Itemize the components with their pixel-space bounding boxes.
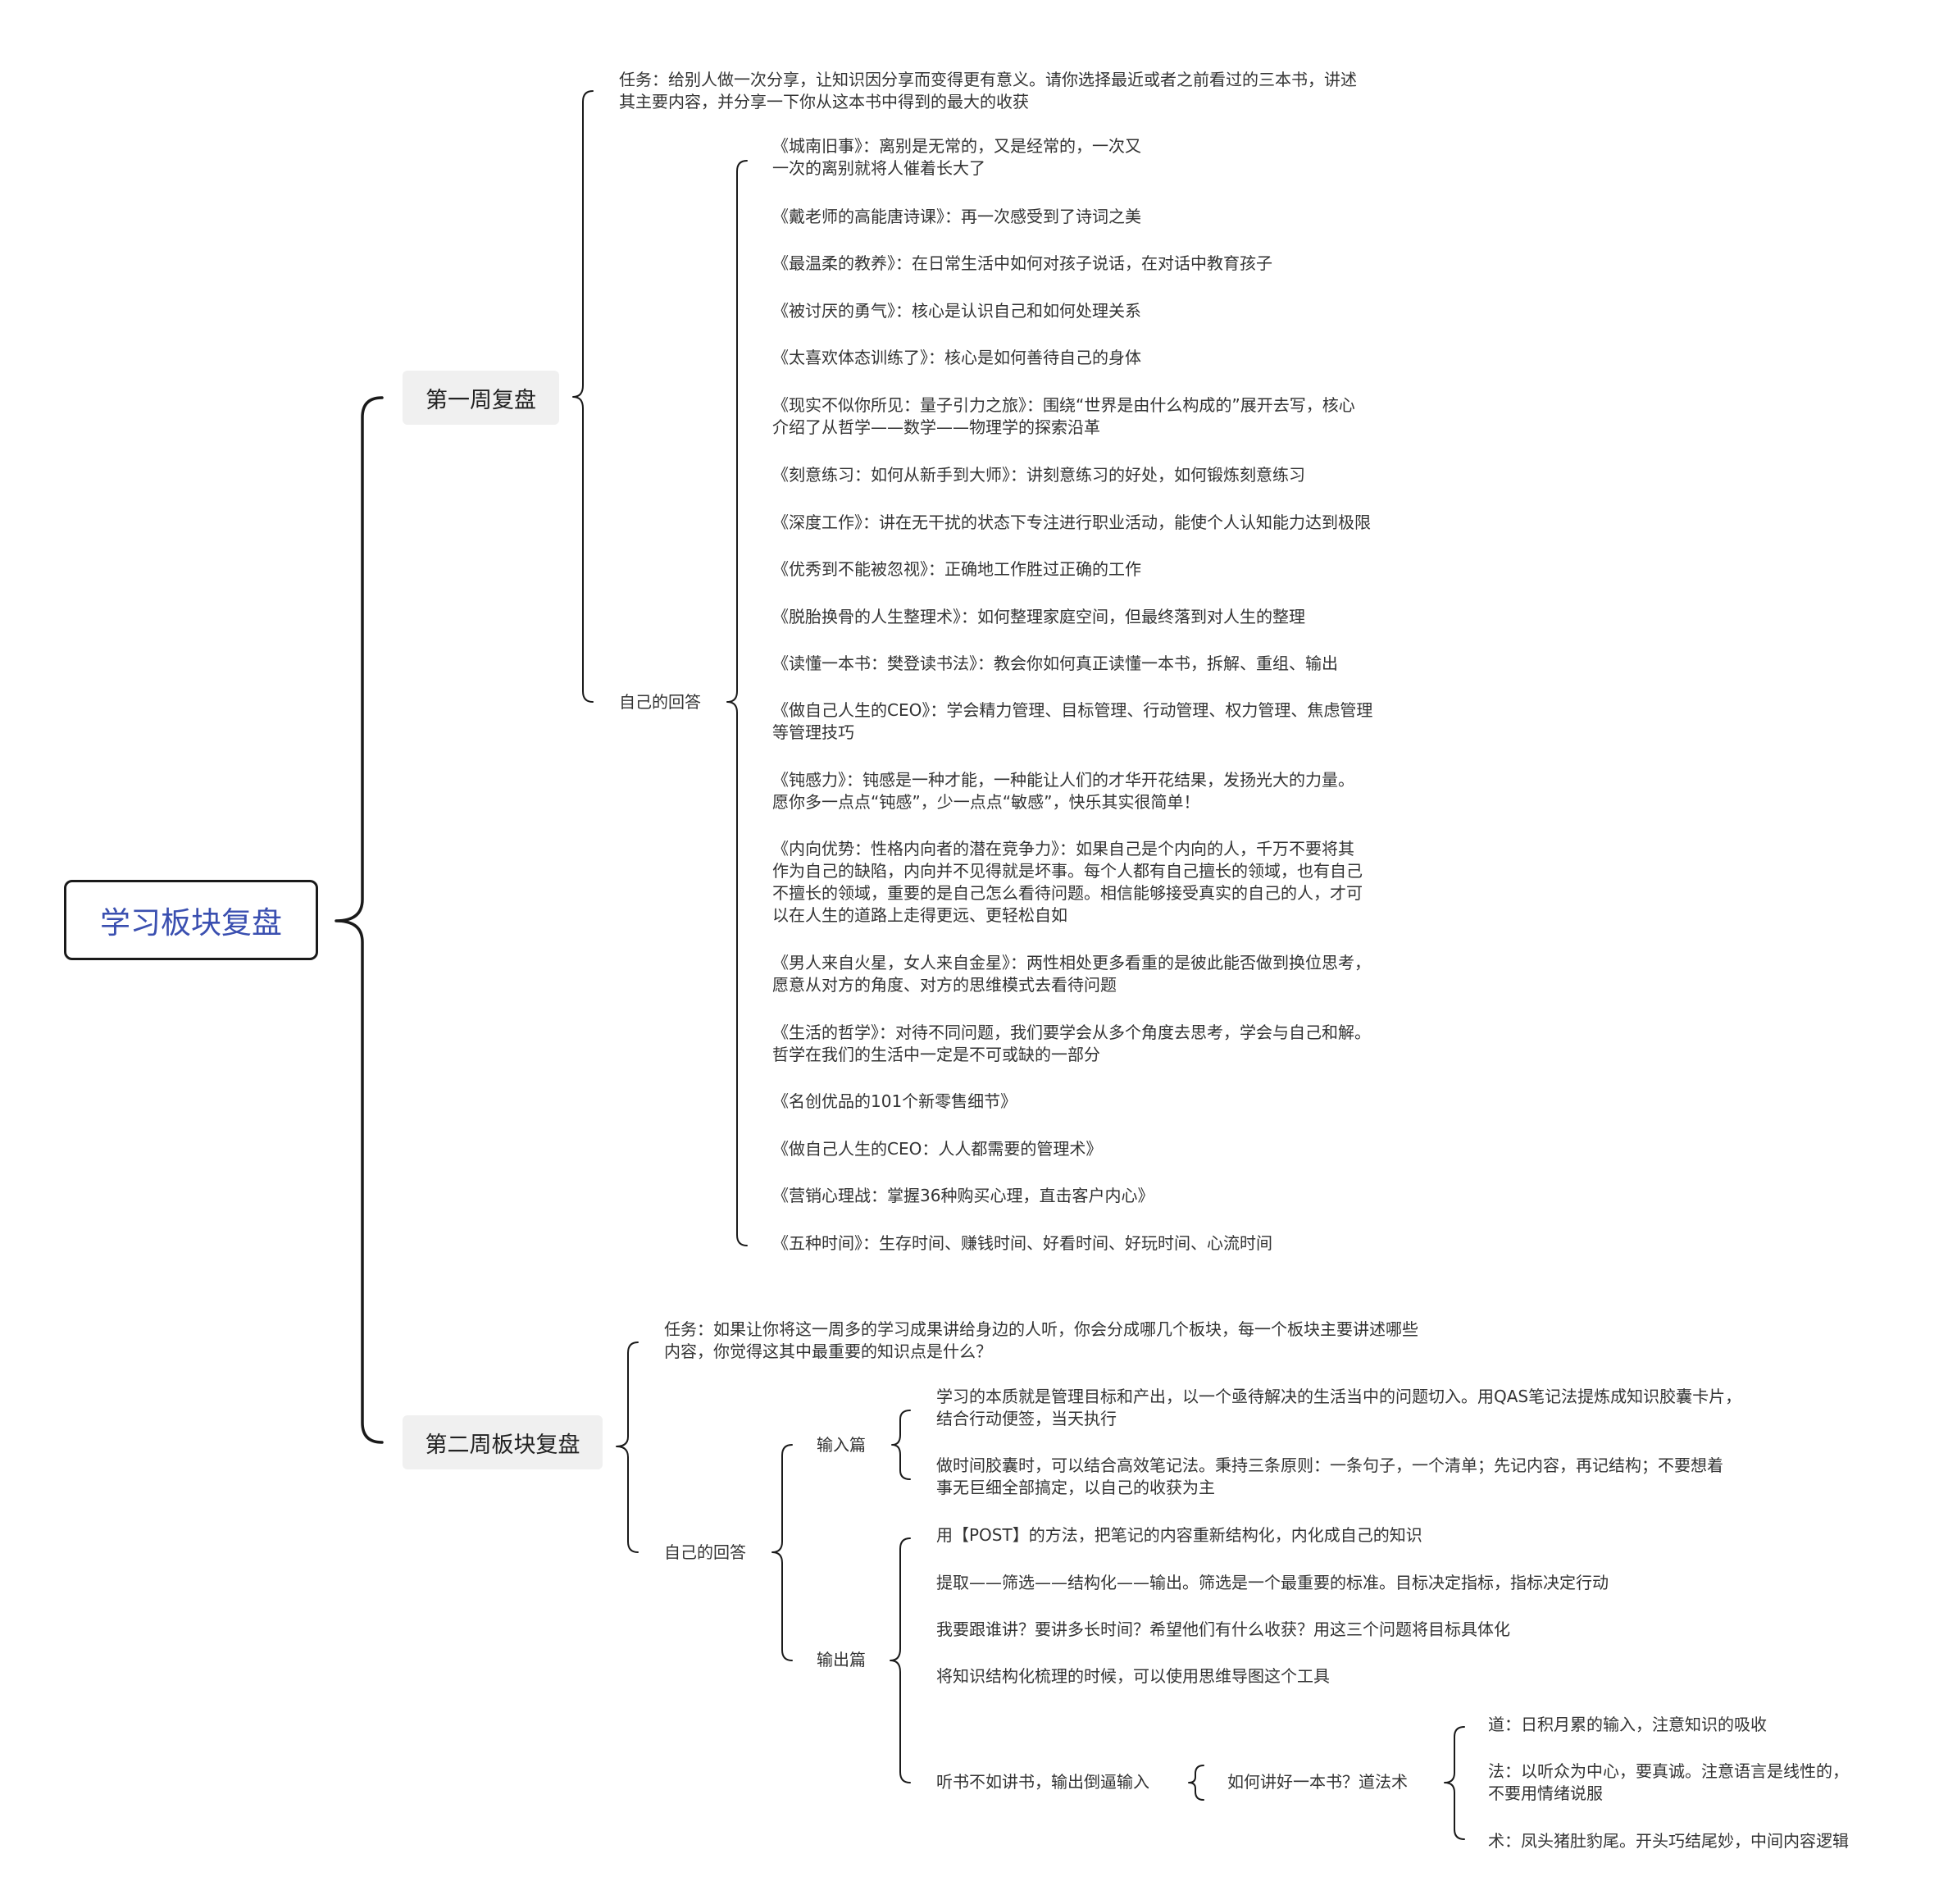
listen-brace [1188, 1765, 1204, 1801]
how-item: 如何讲好一本书？道法术 [1227, 1772, 1408, 1792]
output-item: 用【POST】的方法，把笔记的内容重新结构化，内化成自己的知识 [936, 1525, 1422, 1545]
week2-answer-brace [771, 1444, 793, 1661]
book-item: 《男人来自火星，女人来自金星》：两性相处更多看重的是彼此能否做到换位思考， 愿意… [772, 953, 1371, 995]
book-item: 《戴老师的高能唐诗课》：再一次感受到了诗词之美 [772, 207, 1141, 226]
dao-item: 道：日积月累的输入，注意知识的吸收 [1488, 1715, 1767, 1734]
book-item: 《城南旧事》：离别是无常的，又是经常的，一次又 一次的离别就将人催着长大了 [772, 136, 1141, 178]
week1-answer-brace [726, 160, 748, 1246]
book-item: 《太喜欢体态训练了》：核心是如何善待自己的身体 [772, 348, 1141, 367]
listen-item: 听书不如讲书，输出倒逼输入 [936, 1772, 1149, 1792]
output-item: 我要跟谁讲？要讲多长时间？希望他们有什么收获？用这三个问题将目标具体化 [936, 1619, 1510, 1639]
book-item: 《生活的哲学》：对待不同问题，我们要学会从多个角度去思考，学会与自己和解。 哲学… [772, 1023, 1371, 1064]
book-item: 《名创优品的101个新零售细节》 [772, 1091, 1017, 1111]
input-brace [891, 1410, 911, 1480]
input-label: 输入篇 [817, 1435, 866, 1455]
week1-node[interactable]: 第一周复盘 [403, 371, 559, 425]
output-label: 输出篇 [817, 1650, 866, 1669]
book-item: 《被讨厌的勇气》：核心是认识自己和如何处理关系 [772, 301, 1141, 321]
book-item: 《刻意练习：如何从新手到大师》：讲刻意练习的好处，如何锻炼刻意练习 [772, 465, 1305, 485]
shu-item: 术：凤头猪肚豹尾。开头巧结尾妙，中间内容逻辑 [1488, 1831, 1849, 1851]
output-brace [890, 1537, 911, 1783]
week2-title: 第二周板块复盘 [425, 1432, 580, 1458]
week1-brace [572, 90, 594, 703]
book-item: 《最温柔的教养》：在日常生活中如何对孩子说话，在对话中教育孩子 [772, 253, 1272, 273]
book-item: 《五种时间》：生存时间、赚钱时间、好看时间、好玩时间、心流时间 [772, 1233, 1272, 1253]
week2-node[interactable]: 第二周板块复盘 [403, 1415, 603, 1469]
book-item: 《深度工作》：讲在无干扰的状态下专注进行职业活动，能使个人认知能力达到极限 [772, 512, 1371, 532]
week1-title: 第一周复盘 [426, 387, 536, 413]
week2-brace [616, 1341, 639, 1553]
input-item: 学习的本质就是管理目标和产出，以一个亟待解决的生活当中的问题切入。用QAS笔记法… [936, 1387, 1742, 1428]
book-item: 《内向优势：性格内向者的潜在竞争力》：如果自己是个内向的人，千万不要将其 作为自… [772, 839, 1363, 925]
book-item: 《脱胎换骨的人生整理术》：如何整理家庭空间，但最终落到对人生的整理 [772, 607, 1305, 626]
root-title: 学习板块复盘 [100, 905, 282, 941]
week2-task: 任务：如果让你将这一周多的学习成果讲给身边的人听，你会分成哪几个板块，每一个板块… [664, 1319, 1418, 1361]
output-item: 提取——筛选——结构化——输出。筛选是一个最重要的标准。目标决定指标，指标决定行… [936, 1573, 1609, 1592]
input-item: 做时间胶囊时，可以结合高效笔记法。秉持三条原则：一条句子，一个清单；先记内容，再… [936, 1455, 1723, 1497]
book-item: 《现实不似你所见：量子引力之旅》：围绕“世界是由什么构成的”展开去写，核心 介绍… [772, 395, 1355, 437]
book-item: 《做自己人生的CEO：人人都需要的管理术》 [772, 1139, 1103, 1159]
week1-task: 任务：给别人做一次分享，让知识因分享而变得更有意义。请你选择最近或者之前看过的三… [619, 70, 1357, 112]
book-item: 《读懂一本书：樊登读书法》：教会你如何真正读懂一本书，拆解、重组、输出 [772, 654, 1338, 673]
fa-item: 法：以听众为中心，要真诚。注意语言是线性的， 不要用情绪说服 [1488, 1761, 1849, 1803]
book-item: 《做自己人生的CEO》：学会精力管理、目标管理、行动管理、权力管理、焦虑管理 等… [772, 700, 1373, 742]
dao-fa-shu-brace [1444, 1726, 1465, 1840]
week2-answer-label: 自己的回答 [664, 1542, 746, 1562]
output-item: 将知识结构化梳理的时候，可以使用思维导图这个工具 [936, 1666, 1330, 1686]
book-item: 《优秀到不能被忽视》：正确地工作胜过正确的工作 [772, 559, 1141, 579]
book-item: 《钝感力》：钝感是一种才能，一种能让人们的才华开花结果，发扬光大的力量。 愿你多… [772, 770, 1354, 812]
root-node[interactable]: 学习板块复盘 [64, 880, 318, 960]
week1-answer-label: 自己的回答 [619, 692, 701, 712]
book-item: 《营销心理战：掌握36种购买心理，直击客户内心》 [772, 1186, 1154, 1205]
root-brace [335, 396, 384, 1444]
